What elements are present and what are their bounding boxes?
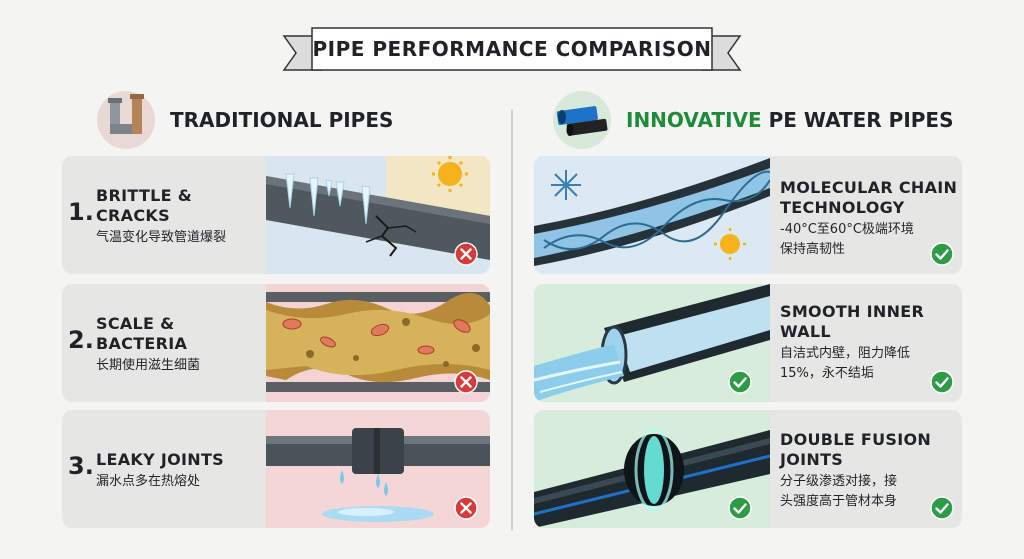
scaled-pipe-illustration [266,284,490,402]
pass-check-icon [930,242,954,266]
card-caption: 漏水点多在热熔处 [96,474,201,489]
card-heading-line: DOUBLE FUSION [780,430,932,449]
innovative-header: INNOVATIVE PE WATER PIPES [552,91,953,149]
fail-x-icon [454,496,478,520]
item-number: 1. [68,198,94,226]
fail-x-icon [454,242,478,266]
column-divider [511,110,513,530]
traditional-card-brittle: 1. BRITTLE & CRACKS 气温变化导致管道爆裂 [62,156,490,274]
card-heading-line: LEAKY JOINTS [96,450,224,469]
card-caption: 长期使用滋生细菌 [96,358,201,373]
traditional-title: TRADITIONAL PIPES [170,108,394,132]
sun-icon [714,228,746,260]
innovative-title-highlight: INNOVATIVE [626,108,762,132]
card-heading-line: BACTERIA [96,334,188,353]
rusty-pipes-icon [97,91,155,149]
card-heading-line: CRACKS [96,206,170,225]
card-text: BRITTLE & CRACKS 气温变化导致管道爆裂 [96,186,226,248]
innovative-card-fusion: DOUBLE FUSION JOINTS 分子级渗透对接，接 头强度高于管材本身 [534,410,962,528]
pe-pipe-icon [553,91,611,149]
title-banner: PIPE PERFORMANCE COMPARISON [282,26,742,76]
innovative-title-rest: PE WATER PIPES [761,108,954,132]
card-caption-line: 自洁式内壁，阻力降低 [780,346,911,361]
traditional-card-scale: 2. SCALE & BACTERIA 长期使用滋生细菌 [62,284,490,402]
card-heading-line: BRITTLE & [96,186,193,205]
traditional-card-leaky: 3. LEAKY JOINTS 漏水点多在热熔处 [62,410,490,528]
card-heading-line: SMOOTH INNER [780,302,925,321]
card-heading-line: WALL [780,322,831,341]
ribbon-shape [282,27,742,71]
leaking-joint-illustration [266,410,490,528]
fail-x-icon [454,370,478,394]
sun-icon [432,156,468,192]
innovative-card-smooth: SMOOTH INNER WALL 自洁式内壁，阻力降低 15%，永不结垢 [534,284,962,402]
cracked-frozen-pipe-illustration [266,156,490,274]
item-number: 2. [68,326,94,354]
card-caption: 气温变化导致管道爆裂 [96,230,227,245]
pass-check-icon [930,370,954,394]
card-text: LEAKY JOINTS 漏水点多在热熔处 [96,450,224,492]
card-caption-line: 15%，永不结垢 [780,366,874,381]
card-caption-line: 分子级渗透对接，接 [780,474,898,489]
item-number: 3. [68,452,94,480]
card-heading-line: MOLECULAR CHAIN [780,178,958,197]
page-title: PIPE PERFORMANCE COMPARISON [312,37,712,61]
molecular-chain-pipe-illustration [534,156,770,274]
card-text: SMOOTH INNER WALL 自洁式内壁，阻力降低 15%，永不结垢 [780,302,924,384]
card-heading-line: JOINTS [780,450,844,469]
card-text: DOUBLE FUSION JOINTS 分子级渗透对接，接 头强度高于管材本身 [780,430,931,512]
card-text: SCALE & BACTERIA 长期使用滋生细菌 [96,314,200,376]
innovative-title: INNOVATIVE PE WATER PIPES [626,108,953,132]
card-caption-line: -40°C至60°C极端环境 [780,222,914,237]
pass-check-icon [728,370,752,394]
card-caption-line: 保持高韧性 [780,242,846,257]
fused-joint-illustration [534,410,770,528]
pass-check-icon [728,496,752,520]
snowflake-icon [551,170,581,200]
card-caption-line: 头强度高于管材本身 [780,494,898,509]
traditional-header: TRADITIONAL PIPES [96,91,394,149]
innovative-card-molecular: MOLECULAR CHAIN TECHNOLOGY -40°C至60°C极端环… [534,156,962,274]
pass-check-icon [930,496,954,520]
card-text: MOLECULAR CHAIN TECHNOLOGY -40°C至60°C极端环… [780,178,957,260]
card-heading-line: SCALE & [96,314,175,333]
card-heading-line: TECHNOLOGY [780,198,905,217]
